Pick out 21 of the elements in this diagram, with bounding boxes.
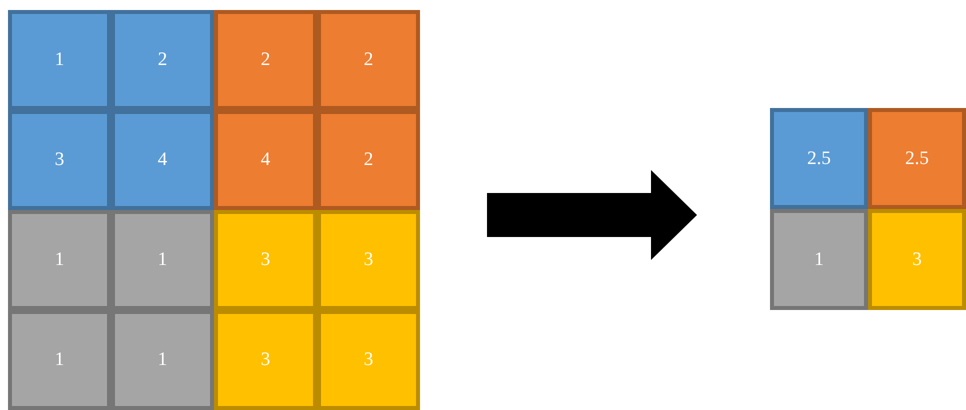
matrix-cell: 1 (8, 310, 111, 410)
matrix-cell: 2 (111, 10, 214, 110)
arrow (487, 170, 697, 260)
matrix-cell: 1 (8, 10, 111, 110)
matrix-cell: 3 (214, 310, 317, 410)
matrix-cell: 3 (8, 110, 111, 210)
matrix-cell: 2 (317, 110, 420, 210)
matrix-cell: 1 (770, 209, 868, 310)
matrix-cell: 3 (317, 310, 420, 410)
matrix-cell: 1 (8, 210, 111, 310)
matrix-cell: 4 (111, 110, 214, 210)
matrix-cell: 2.5 (770, 108, 868, 209)
matrix-cell: 1 (111, 310, 214, 410)
matrix-cell: 2 (214, 10, 317, 110)
matrix-cell: 3 (214, 210, 317, 310)
matrix-cell: 2.5 (868, 108, 966, 209)
matrix-cell: 1 (111, 210, 214, 310)
matrix-cell: 3 (317, 210, 420, 310)
matrix-cell: 3 (868, 209, 966, 310)
matrix-cell: 4 (214, 110, 317, 210)
matrix-cell: 2 (317, 10, 420, 110)
